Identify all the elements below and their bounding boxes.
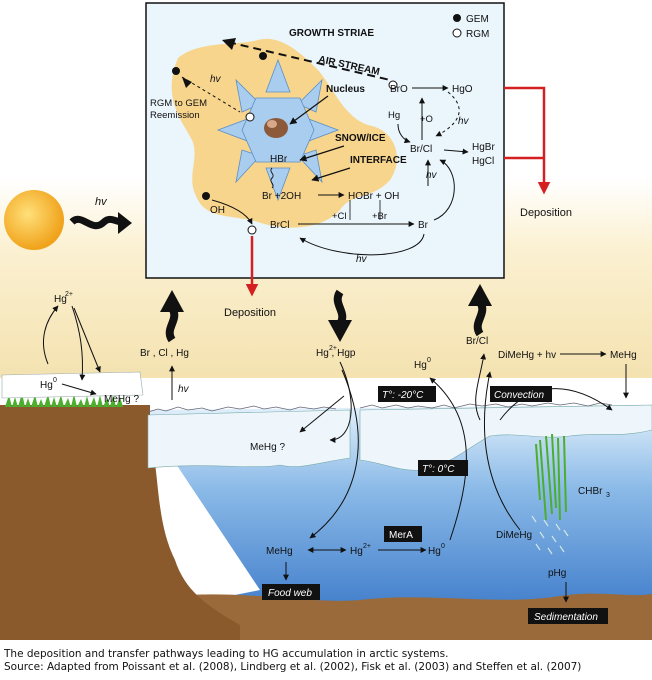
hg0-inset-label: Hg (388, 110, 400, 121)
sedimentation-label: Sedimentation (534, 612, 598, 623)
thick-arrow-down-center (328, 289, 352, 342)
mehg-water-label: MeHg (266, 546, 293, 557)
hgcl2-label: HgCl (472, 156, 494, 167)
temp-zero-box (418, 460, 468, 476)
br-2oh-label: Br +2OH (262, 191, 301, 202)
snow-ice-label-2: INTERFACE (350, 155, 407, 166)
br-cl-inset: Br/Cl (410, 144, 432, 155)
br2-cl2-hg0-label: Br , Cl , Hg (140, 348, 189, 359)
oh-label: OH (210, 205, 225, 216)
br-cl-right-label: Br/Cl (466, 336, 488, 347)
cl-minus-label: +Cl (332, 211, 347, 222)
thick-arrow-up-right (468, 284, 492, 337)
brcl-label: BrCl (270, 220, 289, 231)
hv-br2: hv (356, 254, 368, 265)
food-web-label: Food web (268, 588, 312, 599)
hg2-left-label: Hg (54, 294, 67, 305)
br-minus-label: +Br (372, 211, 387, 222)
land-snow (1, 371, 144, 399)
convection-label: Convection (494, 390, 544, 401)
land-cliff (0, 405, 240, 640)
o3-label: +O (420, 114, 433, 125)
svg-text:2+: 2+ (329, 345, 337, 352)
sea-floor (140, 593, 652, 640)
caption-line-1: The deposition and transfer pathways lea… (4, 648, 449, 660)
chbr3-label: CHBr (578, 486, 603, 497)
phg-label: pHg (548, 568, 566, 579)
temp-cold-label: T°: -20°C (382, 390, 424, 401)
deposition-right-label: Deposition (520, 207, 572, 219)
sun (4, 190, 64, 250)
mera-box (384, 526, 422, 542)
ice-algae (535, 433, 567, 521)
hbr-label: HBr (270, 154, 288, 165)
bro-label: BrO (390, 84, 408, 95)
rgm-legend-label: RGM (466, 29, 489, 40)
dimehg-water-label: DiMeHg (496, 530, 532, 541)
svg-text:0: 0 (427, 357, 431, 364)
mehg-q-left: MeHg ? (104, 394, 139, 405)
temp-cold-box (378, 386, 436, 402)
hg2-water-label: Hg (350, 546, 363, 557)
caption-line-2: Source: Adapted from Poissant et al. (20… (4, 661, 582, 673)
rgm-to-gem-label-2: Reemission (150, 110, 200, 121)
mehg-right-label: MeHg (610, 350, 637, 361)
svg-text:2+: 2+ (65, 291, 73, 298)
growth-striae-label: GROWTH STRIAE (289, 28, 374, 39)
br2-label: Br (418, 220, 429, 231)
hg0-left-label: Hg (40, 380, 53, 391)
mera-label: MerA (389, 530, 413, 541)
thick-arrow-up-left (160, 290, 184, 343)
temp-zero-label: T°: 0°C (422, 464, 455, 475)
dispersed-algae (531, 515, 569, 555)
hv-reemission: hv (210, 74, 222, 85)
deposition-center-label: Deposition (224, 307, 276, 319)
air-stream-line (227, 41, 391, 81)
hg0-water-label: Hg (428, 546, 441, 557)
hobr-oh-label: HOBr + OH (348, 191, 399, 202)
hgbr2-label: HgBr (472, 142, 495, 153)
sedimentation-box (528, 608, 608, 624)
hv-brcl: hv (426, 170, 438, 181)
mehg-q-ice: MeHg ? (250, 442, 285, 453)
ocean (0, 405, 652, 640)
hv-sun-label: hv (95, 196, 108, 208)
convection-box (490, 386, 552, 402)
gem-legend-label: GEM (466, 14, 489, 25)
rgm-to-gem-label-1: RGM to GEM (150, 98, 207, 109)
hgo-label: HgO (452, 84, 473, 95)
hg2-hgp-label: Hg , Hgp (316, 348, 356, 359)
rgm-legend-dot (452, 28, 462, 38)
nucleus-label: Nucleus (326, 84, 365, 95)
gem-legend-dot (453, 14, 461, 22)
hg0-right-label: Hg (414, 360, 427, 371)
nucleus-core (264, 118, 288, 138)
sun-wave-arrow (69, 215, 123, 230)
sea-ice-left (147, 409, 351, 469)
hv-bro: hv (458, 116, 470, 127)
hv-left-label: hv (178, 384, 190, 395)
mercury-cycle-diagram: hv GEM RGM GROWTH STRIAE AIR STREAM hv R… (0, 2, 652, 640)
snow-ice-label-1: SNOW/ICE (335, 133, 386, 144)
dimehg-hv-label: DiMeHg + hv (498, 350, 556, 361)
svg-text:0: 0 (441, 543, 445, 550)
food-web-box (262, 584, 320, 600)
deposition-path-right (504, 86, 551, 195)
svg-text:2+: 2+ (363, 543, 371, 550)
svg-text:3: 3 (606, 492, 610, 499)
sea-ice-right (359, 404, 652, 471)
ice-surface-line (147, 402, 613, 413)
svg-text:0: 0 (53, 377, 57, 384)
